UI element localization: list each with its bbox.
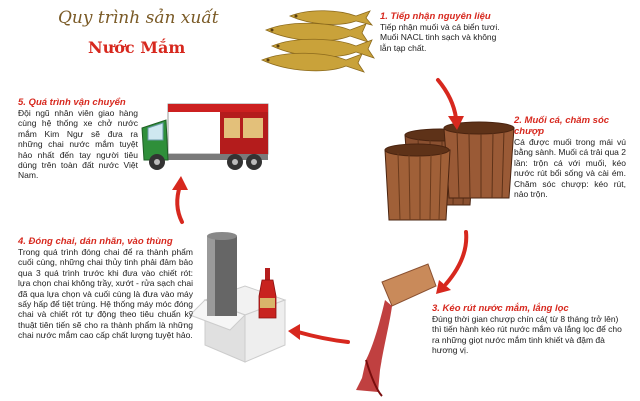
- step-5-title: 5. Quá trình vận chuyển: [18, 97, 138, 108]
- pouring-tube-icon: [356, 264, 436, 396]
- delivery-truck-icon: [142, 104, 268, 170]
- step-3-text: Đúng thời gian chượp chín cá( từ 8 tháng…: [432, 314, 622, 356]
- anchovy-fish-icon: [262, 11, 374, 72]
- arrow-4-to-5: [177, 186, 182, 222]
- step-1-text: Tiếp nhận muối và cá biển tươi. Muối NAC…: [380, 22, 510, 53]
- step-1: 1. Tiếp nhận nguyên liệu Tiếp nhận muối …: [380, 11, 510, 53]
- step-1-title: 1. Tiếp nhận nguyên liệu: [380, 11, 510, 22]
- arrow-1-to-2: [438, 80, 456, 118]
- step-2-title: 2. Muối cá, chăm sóc chượp: [514, 115, 626, 137]
- step-4: 4. Đóng chai, dán nhãn, vào thùng Trong …: [18, 236, 193, 341]
- step-3: 3. Kéo rút nước mắm, lắng lọc Đúng thời …: [432, 303, 622, 356]
- arrow-3-to-4: [298, 332, 348, 342]
- step-2-text: Cá được muối trong mái vú bằng sành. Muố…: [514, 137, 626, 199]
- step-5: 5. Quá trình vận chuyển Đội ngũ nhân viê…: [18, 97, 138, 181]
- step-4-title: 4. Đóng chai, dán nhãn, vào thùng: [18, 236, 193, 247]
- bottle-can-box-icon: [190, 232, 285, 362]
- wooden-barrels-icon: [385, 122, 514, 220]
- step-2: 2. Muối cá, chăm sóc chượp Cá được muối …: [514, 115, 626, 199]
- step-4-text: Trong quá trình đóng chai để ra thành ph…: [18, 247, 193, 341]
- step-3-title: 3. Kéo rút nước mắm, lắng lọc: [432, 303, 622, 314]
- step-5-text: Đội ngũ nhân viên giao hàng cùng hệ thốn…: [18, 108, 138, 181]
- arrow-2-to-3: [446, 232, 466, 284]
